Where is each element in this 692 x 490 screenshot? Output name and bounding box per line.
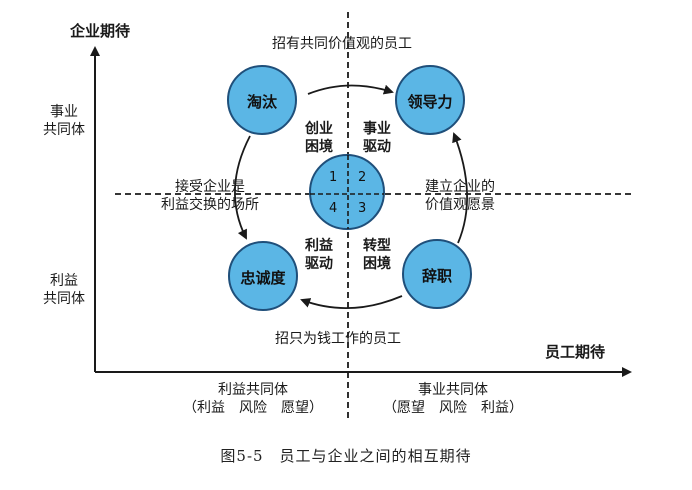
y-label-top-line2: 共同体	[43, 122, 85, 138]
quadrant-label-3: 转型 困境	[357, 237, 397, 273]
edge-label-right-line1: 建立企业的	[425, 179, 495, 195]
y-label-bottom: 利益 共同体	[38, 272, 90, 308]
edge-label-top: 招有共同价值观的员工	[272, 36, 412, 52]
node-lingdaoli-label: 领导力	[407, 93, 453, 111]
edge-label-right-line2: 价值观愿景	[425, 197, 495, 213]
x-label-right-line1: 事业共同体	[418, 382, 488, 398]
x-axis-title: 员工期待	[545, 343, 606, 361]
arrow-right	[452, 132, 468, 244]
y-label-bottom-line1: 利益	[50, 273, 78, 289]
center-number-2: 2	[358, 170, 367, 185]
quadrant-label-4-line1: 利益	[305, 238, 333, 254]
quadrant-label-2-line1: 事业	[363, 121, 391, 137]
node-taotai-circle	[227, 65, 297, 135]
center-circle	[309, 154, 385, 230]
arrow-left	[234, 135, 251, 240]
node-cizhi-label: 辞职	[421, 267, 452, 285]
edge-label-bottom: 招只为钱工作的员工	[275, 331, 401, 347]
figure-caption: 图5-5 员工与企业之间的相互期待	[220, 447, 472, 465]
node-lingdaoli-circle	[395, 65, 465, 135]
y-axis-title: 企业期待	[70, 22, 131, 40]
node-zhongchengdu-circle	[228, 241, 298, 311]
edge-label-left: 接受企业是 利益交换的场所	[150, 178, 270, 214]
x-label-left-line1: 利益共同体	[218, 382, 288, 398]
center-number-3: 3	[358, 201, 367, 216]
y-label-top-line1: 事业	[50, 104, 78, 120]
center-number-1: 1	[329, 170, 338, 185]
edge-label-left-line2: 利益交换的场所	[161, 197, 259, 213]
quadrant-label-2-line2: 驱动	[363, 139, 391, 155]
x-label-right-line2: （愿望 风险 利益）	[383, 400, 523, 416]
quadrant-label-1-line1: 创业	[305, 121, 333, 137]
quadrant-label-1-line2: 困境	[305, 139, 333, 155]
edge-label-left-line1: 接受企业是	[175, 179, 245, 195]
y-label-bottom-line2: 共同体	[43, 291, 85, 307]
arrow-bottom	[300, 295, 403, 309]
node-cizhi-circle	[402, 239, 472, 309]
x-label-left-line2: （利益 风险 愿望）	[183, 400, 323, 416]
quadrant-label-4-line2: 驱动	[305, 256, 333, 272]
quadrant-label-1: 创业 困境	[299, 120, 339, 156]
center-number-4: 4	[329, 201, 338, 216]
quadrant-label-3-line1: 转型	[363, 238, 391, 254]
x-label-left: 利益共同体 （利益 风险 愿望）	[168, 381, 338, 417]
edge-label-right: 建立企业的 价值观愿景	[405, 178, 515, 214]
quadrant-label-2: 事业 驱动	[357, 120, 397, 156]
arrow-top	[307, 84, 394, 95]
node-zhongchengdu-label: 忠诚度	[240, 269, 286, 287]
quadrant-label-3-line2: 困境	[363, 256, 391, 272]
quadrant-label-4: 利益 驱动	[299, 237, 339, 273]
y-label-top: 事业 共同体	[38, 103, 90, 139]
x-label-right: 事业共同体 （愿望 风险 利益）	[368, 381, 538, 417]
node-taotai-label: 淘汰	[246, 93, 277, 111]
